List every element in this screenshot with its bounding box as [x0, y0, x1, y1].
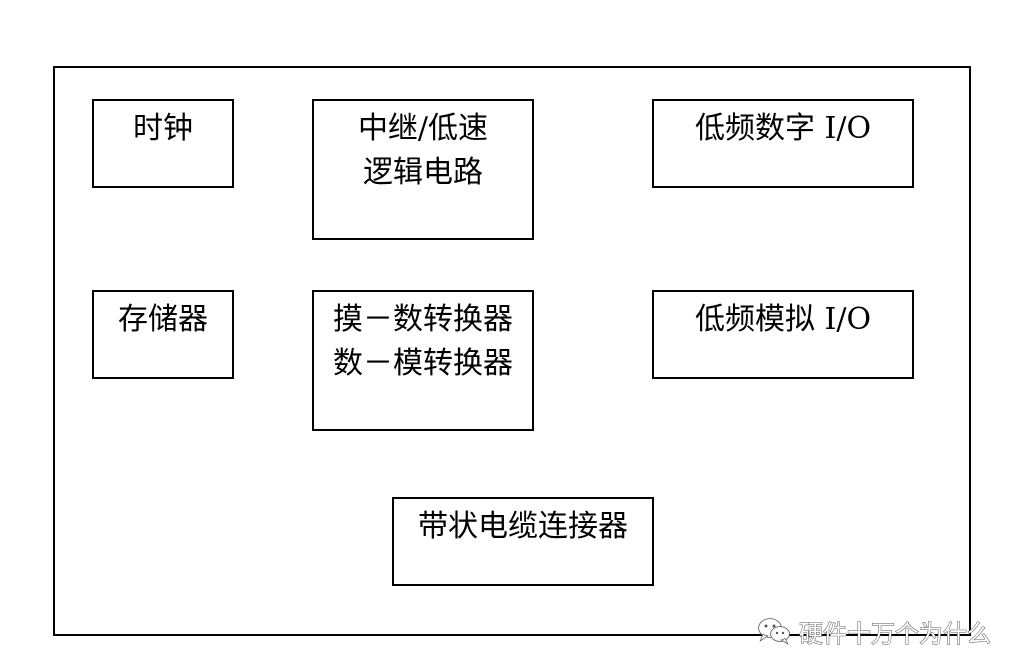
- relay-logic-label-line-1: 中继/低速: [357, 111, 489, 146]
- ribbon-connector-block: 带状电缆连接器: [392, 497, 654, 586]
- clock-block: 时钟: [92, 99, 234, 188]
- watermark: 硬件十万个为什么: [757, 614, 992, 648]
- dac-label: 数－模转换器: [333, 346, 513, 381]
- watermark-text: 硬件十万个为什么: [799, 619, 992, 648]
- converters-block: 摸－数转换器 数－模转换器: [312, 290, 534, 431]
- memory-block: 存储器: [92, 290, 234, 379]
- memory-label: 存储器: [118, 302, 208, 337]
- relay-logic-label-line-2: 逻辑电路: [363, 155, 483, 190]
- adc-label: 摸－数转换器: [333, 302, 513, 337]
- lf-analog-io-label: 低频模拟 I/O: [694, 302, 872, 337]
- board-outline: [53, 66, 971, 636]
- ribbon-connector-label: 带状电缆连接器: [418, 509, 628, 544]
- lf-analog-io-block: 低频模拟 I/O: [652, 290, 914, 379]
- wechat-icon: [757, 617, 791, 645]
- clock-label: 时钟: [133, 111, 193, 146]
- lf-digital-io-block: 低频数字 I/O: [652, 99, 914, 188]
- relay-logic-block: 中继/低速 逻辑电路: [312, 99, 534, 240]
- lf-digital-io-label: 低频数字 I/O: [694, 111, 872, 146]
